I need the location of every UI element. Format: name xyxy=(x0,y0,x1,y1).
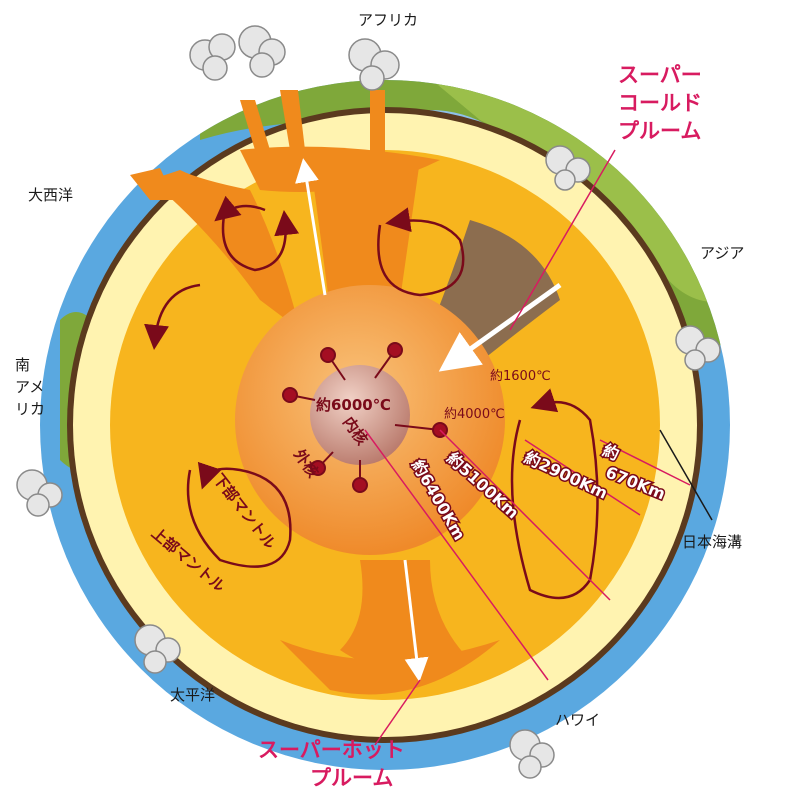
label-line: スーパー xyxy=(618,63,702,87)
cloud-icon xyxy=(190,34,235,80)
label-line: リカ xyxy=(15,400,45,418)
label-pacific: 太平洋 xyxy=(170,686,215,704)
label-atlantic: 大西洋 xyxy=(28,186,73,204)
label-temp-mantle: 約1600℃ xyxy=(490,369,551,384)
label-hawaii: ハワイ xyxy=(555,711,600,729)
cloud-icon xyxy=(510,730,554,778)
inner-core xyxy=(310,365,410,465)
label-line: アメ xyxy=(15,378,44,396)
label-line: 南 xyxy=(15,356,30,374)
cloud-icon xyxy=(239,26,285,77)
label-temp-inner: 約6000℃ xyxy=(316,396,391,414)
label-temp-core-boundary: 約4000℃ xyxy=(444,407,505,422)
label-south-america: 南 アメ リカ xyxy=(15,356,45,418)
label-africa: アフリカ xyxy=(358,11,418,29)
label-super-cold-plume: スーパー コールド プルーム xyxy=(618,63,702,143)
label-japan-trench: 日本海溝 xyxy=(682,533,742,551)
label-line: スーパーホット xyxy=(258,738,405,762)
label-line: プルーム xyxy=(310,766,393,790)
label-line: プルーム xyxy=(618,119,701,143)
label-asia: アジア xyxy=(700,244,744,262)
label-line: コールド xyxy=(618,91,702,115)
